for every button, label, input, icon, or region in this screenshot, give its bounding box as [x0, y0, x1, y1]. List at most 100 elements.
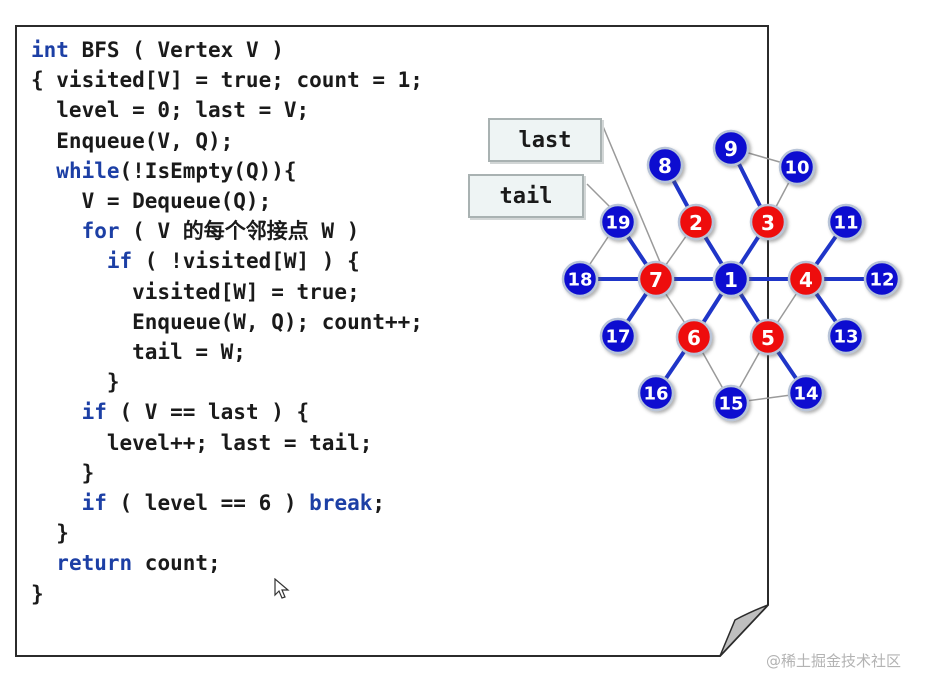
- graph-node-label: 14: [793, 384, 818, 405]
- code-line: V = Dequeue(Q);: [31, 189, 272, 213]
- code-line: level++; last = tail;: [31, 430, 373, 455]
- graph-node-circle: [637, 374, 675, 412]
- code-text: [31, 551, 56, 575]
- last-callout: last: [488, 118, 602, 162]
- graph-node-circle: [749, 318, 787, 356]
- graph-node-12: 12: [863, 260, 901, 298]
- code-line: while(!IsEmpty(Q)){: [31, 158, 297, 183]
- code-text: level++; last = tail;: [31, 430, 373, 455]
- graph-node-16: 16: [637, 374, 675, 412]
- graph-node-19: 19: [599, 203, 637, 241]
- code-text: ( V == last ) {: [106, 400, 310, 425]
- code-text: [31, 219, 82, 243]
- graph-node-9: 9: [712, 129, 750, 167]
- code-text: [31, 159, 56, 183]
- graph-node-18: 18: [561, 260, 599, 298]
- code-line: visited[W] = true;: [31, 280, 360, 304]
- tail-callout: tail: [468, 174, 584, 218]
- code-line: }: [31, 370, 120, 394]
- code-text: { visited[V] = true; count = 1;: [31, 68, 423, 93]
- graph-node-6: 6: [675, 318, 713, 356]
- graph-node-7: 7: [637, 260, 675, 298]
- code-keyword: return: [56, 551, 133, 576]
- graph-node-circle: [646, 146, 684, 184]
- code-text: [31, 400, 82, 424]
- graph-node-circle: [827, 317, 865, 355]
- graph-node-label: 1: [724, 268, 738, 292]
- graph-node-circle: [827, 203, 865, 241]
- graph-node-label: 5: [761, 326, 775, 350]
- graph-node-17: 17: [599, 317, 637, 355]
- graph-node-circle: [778, 148, 816, 186]
- code-line: }: [31, 521, 69, 545]
- code-text: [31, 491, 82, 515]
- code-text: }: [31, 581, 44, 606]
- graph-node-label: 10: [784, 158, 809, 179]
- code-text: ( !visited[W] ) {: [132, 249, 360, 274]
- code-keyword: if: [106, 249, 133, 274]
- graph-node-circle: [677, 203, 715, 241]
- graph-node-label: 6: [687, 326, 701, 350]
- graph-node-4: 4: [787, 260, 825, 298]
- graph-node-circle: [712, 260, 750, 298]
- graph-node-8: 8: [646, 146, 684, 184]
- code-keyword: int: [31, 38, 69, 62]
- code-line: for ( V 的每个邻接点 W ): [31, 219, 360, 244]
- graph-node-label: 9: [724, 137, 738, 161]
- code-keyword: break: [309, 491, 373, 515]
- code-text: ( level == 6 ): [106, 491, 310, 515]
- mouse-cursor-icon: [274, 578, 290, 599]
- graph-node-11: 11: [827, 203, 865, 241]
- code-text: V = Dequeue(Q);: [31, 189, 272, 213]
- graph-node-label: 12: [869, 270, 894, 291]
- code-line: { visited[V] = true; count = 1;: [31, 68, 423, 92]
- graph-node-label: 13: [833, 327, 858, 348]
- graph-node-label: 11: [833, 213, 858, 234]
- code-line: level = 0; last = V;: [31, 98, 309, 122]
- code-keyword: if: [81, 400, 107, 425]
- code-text: }: [31, 460, 95, 485]
- graph-node-label: 3: [761, 211, 775, 235]
- graph-node-circle: [599, 317, 637, 355]
- watermark: @稀土掘金技术社区: [766, 652, 902, 670]
- code-text: count;: [132, 551, 221, 576]
- code-text: tail = W;: [31, 340, 246, 364]
- code-text: BFS ( Vertex V ): [68, 38, 284, 62]
- code-keyword: if: [81, 491, 107, 515]
- graph-node-label: 17: [605, 327, 630, 348]
- graph-node-circle: [712, 384, 750, 422]
- last-pointer-line: [601, 123, 661, 263]
- code-text: (!IsEmpty(Q)){: [119, 158, 297, 183]
- graph-node-5: 5: [749, 318, 787, 356]
- graph-node-10: 10: [778, 148, 816, 186]
- graph-node-circle: [787, 260, 825, 298]
- graph-node-13: 13: [827, 317, 865, 355]
- code-text: Enqueue(W, Q); count++;: [31, 309, 423, 334]
- graph-node-circle: [787, 374, 825, 412]
- code-line: }: [31, 460, 95, 485]
- code-line: Enqueue(V, Q);: [31, 129, 233, 153]
- code-text: ( V 的每个邻接点 W ): [119, 219, 360, 244]
- graph-node-15: 15: [712, 384, 750, 422]
- code-line: }: [31, 582, 44, 606]
- graph-node-circle: [637, 260, 675, 298]
- last-callout-label: last: [518, 127, 572, 153]
- graph-node-3: 3: [749, 203, 787, 241]
- tail-callout-label: tail: [499, 183, 553, 209]
- code-line: tail = W;: [31, 340, 246, 364]
- code-line: if ( V == last ) {: [31, 400, 310, 425]
- graph-node-circle: [599, 203, 637, 241]
- graph-node-circle: [863, 260, 901, 298]
- code-line: Enqueue(W, Q); count++;: [31, 310, 423, 334]
- code-keyword: for: [81, 219, 120, 244]
- code-text: level = 0; last = V;: [31, 98, 310, 123]
- code-text: }: [31, 521, 69, 546]
- graph-node-label: 4: [799, 268, 813, 292]
- graph-node-circle: [561, 260, 599, 298]
- graph-node-circle: [712, 129, 750, 167]
- code-line: int BFS ( Vertex V ): [31, 38, 284, 62]
- graph-node-label: 16: [643, 384, 668, 405]
- graph-node-label: 2: [689, 211, 703, 235]
- code-keyword: while: [56, 158, 120, 183]
- graph-node-1: 1: [712, 260, 750, 298]
